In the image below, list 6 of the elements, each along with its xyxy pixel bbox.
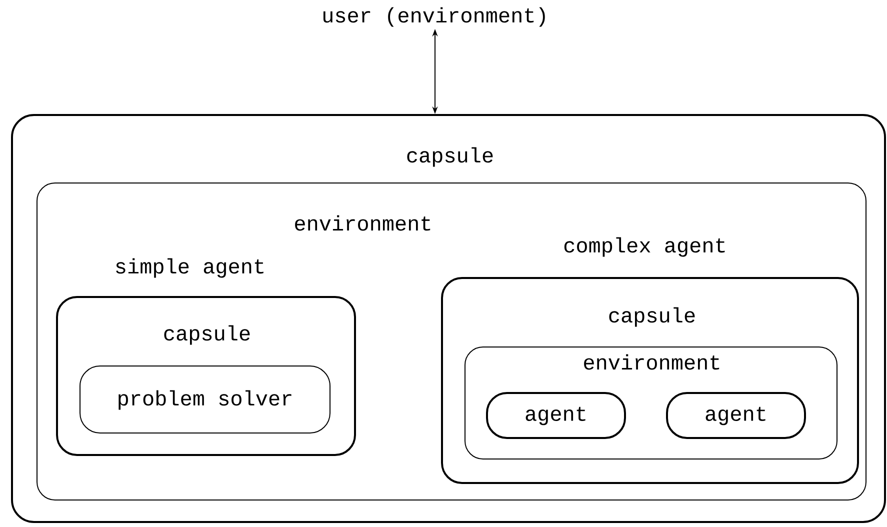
rounded-box: problem solver: [80, 365, 330, 434]
rounded-box: agent: [486, 392, 626, 439]
node-label: user (environment): [323, 7, 545, 27]
rounded-box: agent: [666, 392, 806, 439]
box-heading: complex agent: [564, 237, 725, 257]
box-heading: simple agent: [116, 258, 264, 278]
